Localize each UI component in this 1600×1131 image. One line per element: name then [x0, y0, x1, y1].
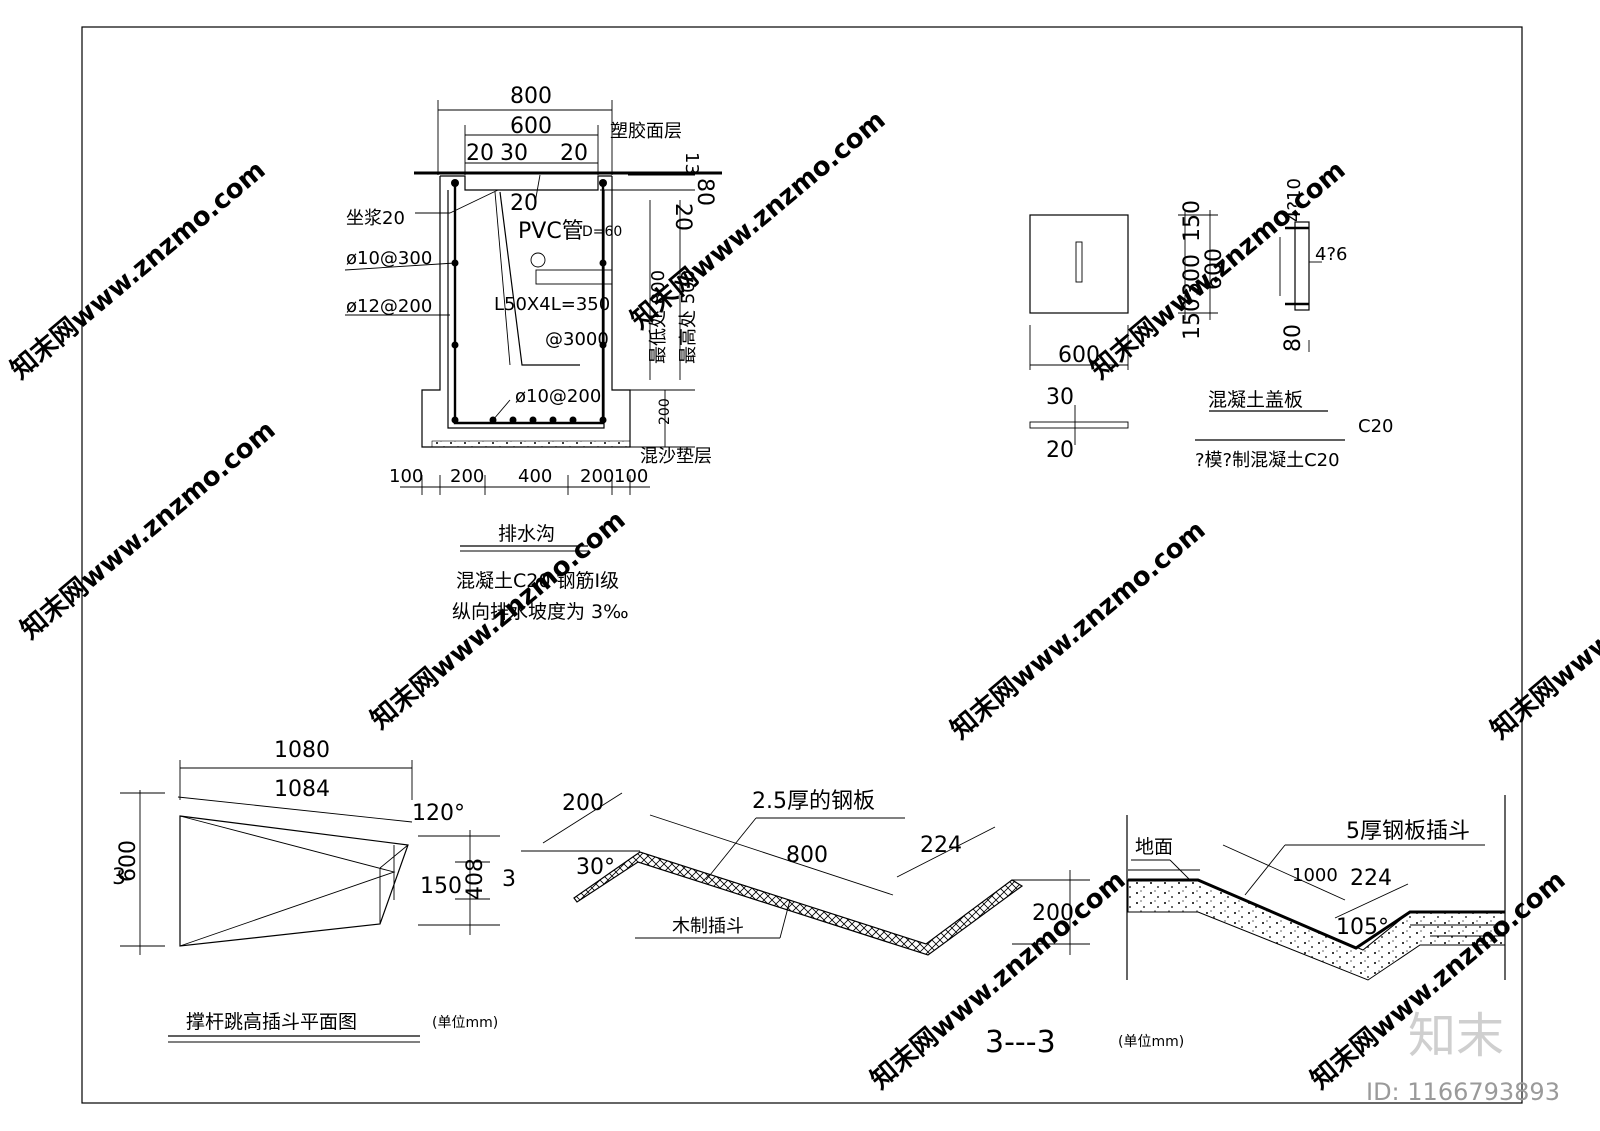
drain-section — [344, 100, 722, 552]
watermark: 知末网www.znzmo.com 知末网www.znzmo.com 知末网www… — [5, 105, 1600, 1095]
cover-grade: C20 — [1358, 416, 1393, 437]
cover-width-600: 600 — [1058, 343, 1100, 368]
dim-800: 800 — [510, 84, 552, 109]
cover-note: ?模?制混凝土C20 — [1195, 450, 1340, 471]
wood-dim-800: 800 — [786, 843, 828, 868]
pvc-diameter: D=60 — [582, 224, 622, 240]
dim-80: 80 — [692, 178, 717, 206]
svg-text:知末网www.znzmo.com: 知末网www.znzmo.com — [945, 515, 1211, 745]
rebar-4-10: 4?10 — [1284, 178, 1305, 222]
box-dim-600: 600 — [116, 840, 141, 882]
drain-title: 排水沟 — [498, 523, 555, 545]
watermark-logo: 知末 — [1408, 1008, 1504, 1064]
dim-20b: 20 — [560, 141, 588, 166]
dim-20-right: 20 — [670, 203, 695, 231]
box-dim-3: 3 — [112, 865, 126, 890]
dim-13: 13 — [681, 152, 702, 175]
svg-text:知末网www.znzmo.com: 知末网www.znzmo.com — [5, 155, 271, 385]
box-dim-1084: 1084 — [274, 777, 330, 802]
box-plan-unit: (单位mm) — [432, 1015, 498, 1031]
steel-plate-label: 2.5厚的钢板 — [752, 789, 875, 814]
cover-dim-300: 300 — [1180, 254, 1205, 296]
steel-box-label: 5厚钢板插斗 — [1346, 819, 1470, 844]
section-dim-224: 224 — [1350, 866, 1392, 891]
sand-bed-label: 混沙垫层 — [640, 446, 712, 467]
dim-20a: 20 — [466, 141, 494, 166]
cover-height-600: 600 — [1202, 248, 1227, 290]
ground-label: 地面 — [1135, 836, 1173, 858]
box-dim-408: 408 — [463, 858, 488, 900]
cover-thick-30: 30 — [1046, 385, 1074, 410]
wood-box-label: 木制插斗 — [672, 916, 744, 937]
rebar-12-200: ø12@200 — [346, 296, 432, 317]
box-dim-3b: 3 — [502, 867, 516, 892]
dim-100a: 100 — [389, 466, 423, 487]
cover-dim-80: 80 — [1281, 324, 1306, 352]
dim-100b: 100 — [614, 466, 648, 487]
section-unit: (单位mm) — [1118, 1034, 1184, 1050]
svg-text:知末网www.znzmo.com: 知末网www.znzmo.com — [1485, 515, 1600, 745]
cover-plate — [1029, 210, 1345, 445]
wood-angle-30: 30° — [576, 855, 615, 880]
grout-label: 坐浆20 — [346, 208, 405, 229]
section-title: 3---3 — [985, 1025, 1056, 1060]
dim-600: 600 — [510, 114, 552, 139]
section-angle-105: 105° — [1336, 915, 1389, 940]
wood-section — [521, 792, 1090, 956]
wood-dim-200: 200 — [562, 791, 604, 816]
wood-dim-224: 224 — [920, 833, 962, 858]
box-angle-120: 120° — [412, 801, 465, 826]
dim-400: 400 — [518, 466, 552, 487]
box-dim-150: 150 — [420, 874, 462, 899]
lowest-depth: 最低处 800 — [648, 270, 669, 364]
angle-steel-label: L50X4L=350 — [494, 294, 610, 315]
section-dim-1000: 1000 — [1292, 865, 1338, 886]
cover-dim-150b: 150 — [1180, 298, 1205, 340]
wood-dim-200b: 200 — [1032, 901, 1074, 926]
rebar-10-300: ø10@300 — [346, 248, 432, 269]
rebar-10-200: ø10@200 — [515, 386, 601, 407]
highest-depth: 最高处 500 — [678, 270, 699, 364]
dim-200-base: 200 — [657, 398, 673, 425]
dim-20c: 20 — [510, 191, 538, 216]
drain-note-slope: 纵向排水坡度为 3‰ — [452, 601, 629, 623]
angle-spacing: @3000 — [545, 329, 609, 350]
cover-dim-150a: 150 — [1180, 200, 1205, 242]
drain-note-concrete: 混凝土C20 钢筋Ⅰ级 — [456, 570, 619, 592]
dim-30: 30 — [500, 141, 528, 166]
box-dim-1080: 1080 — [274, 738, 330, 763]
section-3-3 — [1126, 795, 1506, 981]
box-plan — [120, 760, 500, 1043]
dim-200a: 200 — [450, 466, 484, 487]
pvc-label: PVC管 — [518, 219, 584, 244]
plastic-layer-label: 塑胶面层 — [610, 121, 682, 142]
cover-thick-20: 20 — [1046, 438, 1074, 463]
svg-text:知末网www.znzmo.com: 知末网www.znzmo.com — [15, 415, 281, 645]
dim-200b: 200 — [580, 466, 614, 487]
drawing-frame — [81, 26, 1523, 1104]
watermark-id: ID: 1166793893 — [1366, 1078, 1560, 1106]
rebar-4-6: 4?6 — [1315, 244, 1347, 265]
box-plan-title: 撑杆跳高插斗平面图 — [186, 1011, 357, 1033]
cover-title: 混凝土盖板 — [1208, 389, 1303, 411]
